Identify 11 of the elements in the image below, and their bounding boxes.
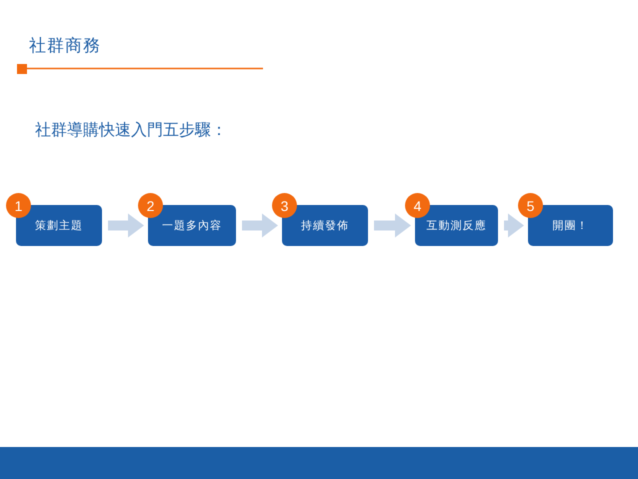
step-arrow [242,214,278,238]
step-number-badge: 2 [138,193,163,218]
step-number-badge: 4 [405,193,430,218]
step-arrow [374,214,411,238]
step-arrow [108,214,144,238]
subtitle: 社群導購快速入門五步驟： [35,120,227,141]
step-number-badge: 5 [518,193,543,218]
title: 社群商務 [29,35,101,57]
step-number-badge: 1 [6,193,31,218]
step-number-badge: 3 [272,193,297,218]
step-arrow [504,214,524,238]
